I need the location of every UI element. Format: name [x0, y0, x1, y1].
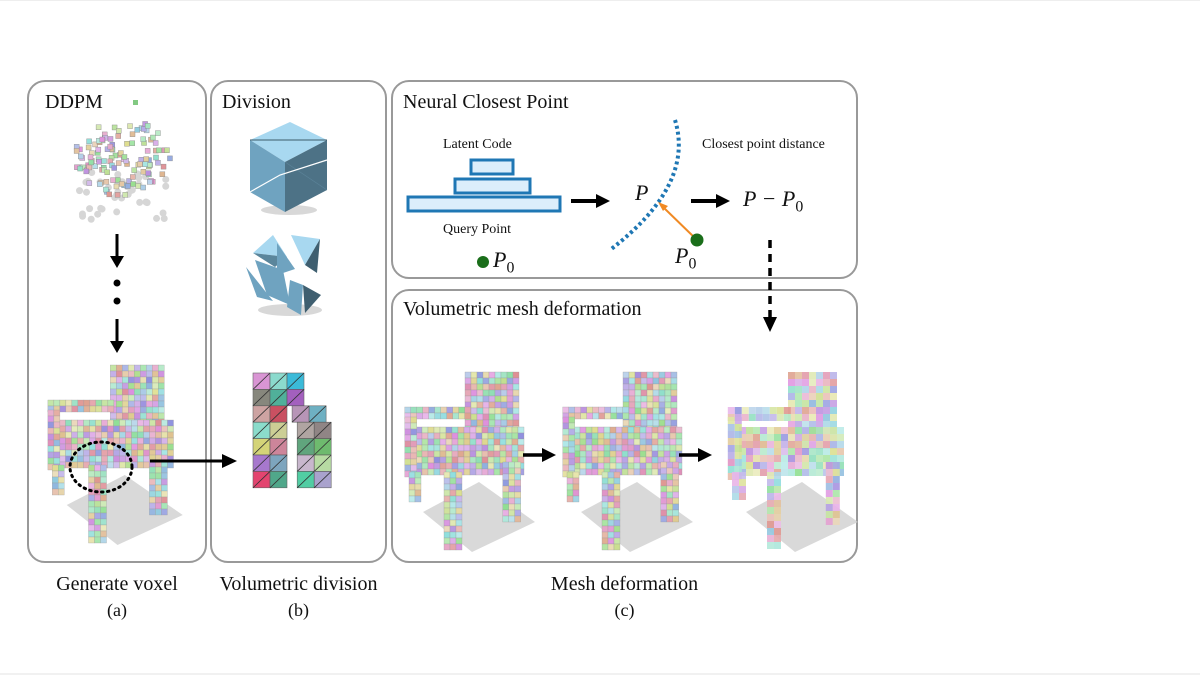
tetrahedra-pieces — [246, 235, 322, 316]
caption-volumetric-division: Volumetric division — [219, 573, 378, 595]
ddpm-noise-cloud — [73, 100, 173, 223]
ellipsis-dot — [113, 279, 121, 287]
caption-mesh-deformation: Mesh deformation — [550, 573, 699, 595]
query-point-label: Query Point — [443, 222, 512, 237]
network-to-surface-arrow — [571, 194, 610, 208]
to-division-arrow — [150, 454, 237, 468]
divided-cube — [249, 122, 328, 215]
top-border-line — [0, 0, 1200, 1]
smooth-chair-stage-3 — [727, 372, 858, 552]
query-point-dot — [477, 256, 489, 268]
tetrahedral-grid-closeup — [252, 372, 332, 489]
distance-expression: P − P0 — [743, 186, 804, 216]
query-point-symbol: P0 — [493, 247, 515, 277]
caption-label-a: (a) — [107, 600, 127, 620]
caption-generate-voxel: Generate voxel — [56, 573, 178, 595]
voxel-chair-stage-2 — [562, 371, 693, 552]
closest-point-vector — [658, 202, 704, 247]
ellipsis-dot — [113, 297, 121, 305]
surface-to-distance-arrow — [691, 194, 730, 208]
neural-network-icon — [406, 158, 562, 213]
closest-distance-label: Closest point distance — [702, 137, 825, 152]
panel-ddpm-title: DDPM — [45, 91, 103, 113]
deform-arrow-2 — [679, 448, 712, 462]
closest-point-symbol: P — [635, 180, 649, 205]
panel-volumetric-mesh-deformation-title: Volumetric mesh deformation — [403, 298, 642, 320]
zoom-region-circle — [68, 440, 134, 494]
panel-neural-closest-point-title: Neural Closest Point — [403, 91, 569, 113]
deform-arrow-1 — [523, 448, 556, 462]
surface-curve — [608, 119, 681, 252]
distance-to-deformation-arrow — [763, 240, 777, 332]
voxel-chair-stage-1 — [404, 371, 535, 552]
ddpm-denoise-arrow — [110, 234, 124, 353]
latent-code-label: Latent Code — [443, 137, 512, 152]
panel-neural-closest-point — [391, 80, 858, 279]
source-point-symbol: P0 — [675, 243, 697, 273]
caption-label-b: (b) — [288, 600, 309, 620]
caption-label-c: (c) — [614, 600, 635, 620]
source-point-dot — [690, 233, 704, 247]
panel-division-title: Division — [222, 91, 291, 113]
bottom-border-line — [0, 673, 1200, 675]
